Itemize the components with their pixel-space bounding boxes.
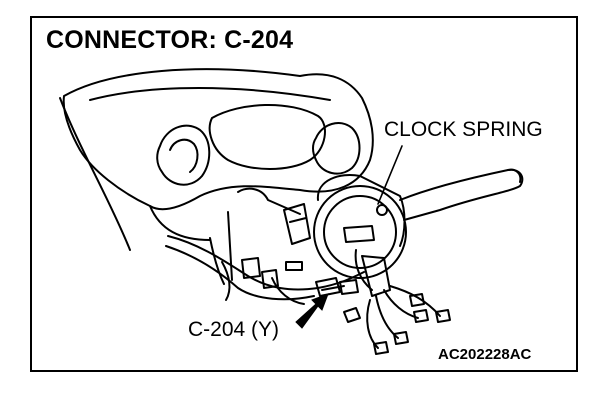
clock-spring-body (313, 185, 407, 279)
harness-main (167, 235, 365, 291)
harness-branch-3 (271, 277, 305, 305)
lower-connector-3 (435, 309, 451, 323)
switch-block-detail (289, 217, 307, 223)
clock-spring-tab (361, 255, 391, 297)
dashboard-inner-line (89, 87, 331, 101)
turn-signal-stalk (237, 187, 301, 215)
lower-connector-6 (409, 293, 425, 307)
column-cover (227, 211, 233, 281)
c204-connector-mate (321, 285, 345, 291)
wiper-stalk (399, 168, 524, 221)
diagram-title: CONNECTOR: C-204 (46, 26, 294, 54)
harness-branch-2 (221, 261, 231, 301)
left-gauge-inner (169, 138, 199, 173)
harness-connector-3 (285, 261, 303, 271)
harness-connector-1 (241, 257, 261, 279)
clock-spring-hub (343, 225, 375, 243)
c204-connector (315, 277, 341, 297)
left-gauge-hood (156, 124, 211, 186)
clock-spring-label: CLOCK SPRING (384, 118, 543, 141)
harness-connector-2 (261, 269, 279, 289)
dashboard-lower-curve (59, 97, 131, 251)
harness-connector-4 (339, 279, 359, 295)
lower-connector-2 (413, 309, 429, 323)
clock-spring-pin (376, 204, 388, 216)
lower-harness-4 (366, 299, 379, 349)
center-recess (208, 103, 326, 170)
column-cover-2 (209, 237, 225, 285)
connector-arrow (295, 293, 329, 329)
right-gauge-hood (312, 122, 361, 175)
wiper-stalk-tip (507, 168, 522, 183)
clock-spring-leader (377, 145, 403, 205)
dashboard-outline (62, 68, 374, 211)
figure-code: AC202228AC (438, 346, 532, 363)
lower-harness-1 (375, 295, 399, 339)
lower-connector-4 (373, 341, 389, 355)
connector-label: C-204 (Y) (188, 318, 280, 341)
lower-connector-1 (393, 331, 409, 345)
clock-spring-connector (354, 249, 373, 291)
harness-branch-1 (165, 245, 315, 301)
clock-spring-housing (316, 174, 406, 247)
dashboard-edge (149, 205, 211, 241)
switch-block (283, 203, 311, 245)
clock-spring-ring (323, 195, 397, 269)
lower-connector-5 (343, 307, 361, 323)
